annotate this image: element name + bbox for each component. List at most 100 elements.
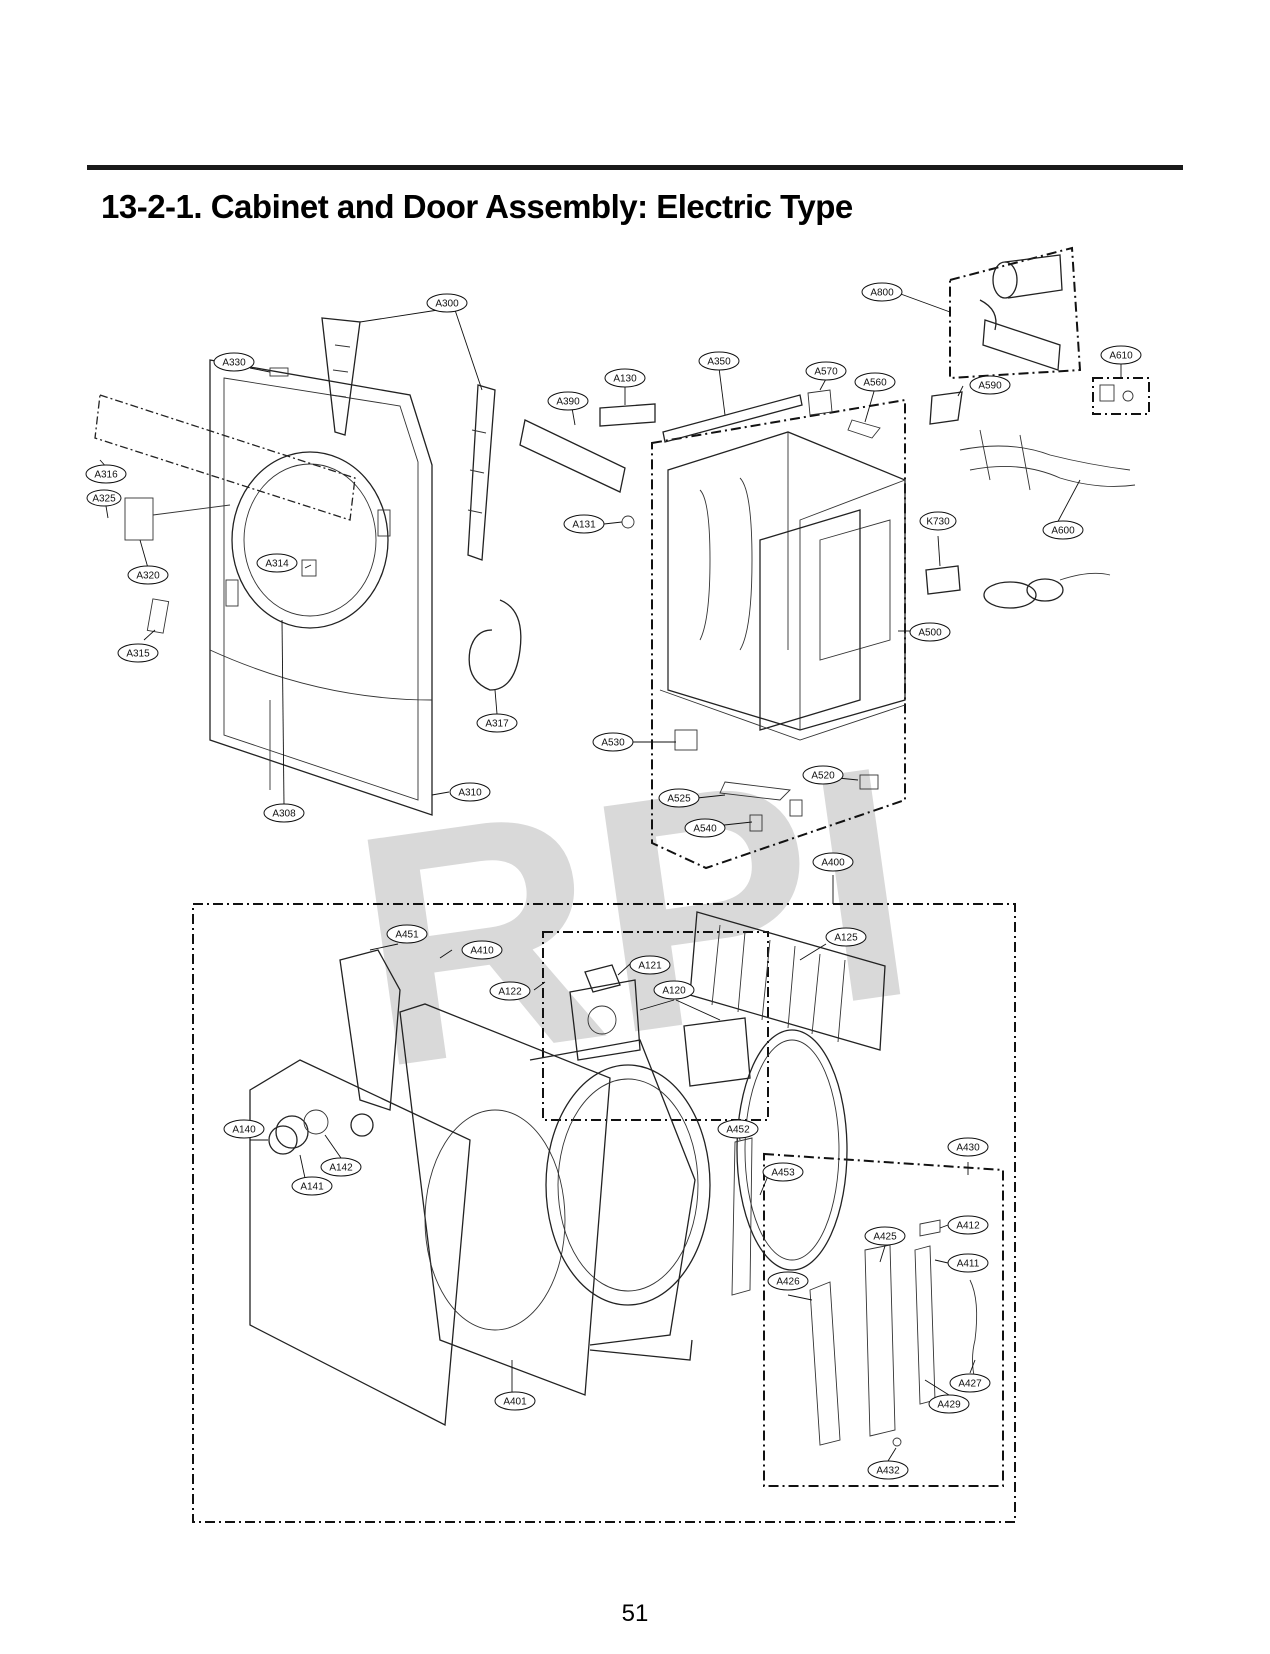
part-label-a610: A610 (1100, 345, 1142, 365)
part-label-a316: A316 (85, 464, 127, 484)
part-label-a125: A125 (825, 927, 867, 947)
svg-text:K730: K730 (926, 517, 950, 528)
part-label-a310: A310 (449, 782, 491, 802)
part-label-a320: A320 (127, 565, 169, 585)
part-label-a427: A427 (949, 1373, 991, 1393)
svg-text:A122: A122 (498, 987, 522, 998)
part-label-a453: A453 (762, 1162, 804, 1182)
svg-text:RPI: RPI (336, 695, 932, 1137)
part-label-a525: A525 (658, 788, 700, 808)
part-label-a325: A325 (86, 489, 122, 507)
front-panel-drawing (94, 359, 433, 816)
svg-text:A120: A120 (662, 986, 686, 997)
svg-text:A452: A452 (726, 1125, 750, 1136)
svg-text:A560: A560 (863, 378, 887, 389)
part-label-a600: A600 (1042, 520, 1084, 540)
svg-text:A530: A530 (601, 738, 625, 749)
svg-text:A142: A142 (329, 1163, 353, 1174)
part-label-a142: A142 (320, 1157, 362, 1177)
svg-text:A412: A412 (956, 1221, 980, 1232)
sensor-box-drawing (1092, 377, 1150, 415)
svg-text:A131: A131 (572, 520, 596, 531)
svg-text:A600: A600 (1051, 526, 1075, 537)
part-label-a426: A426 (767, 1271, 809, 1291)
svg-text:A540: A540 (693, 824, 717, 835)
svg-text:A427: A427 (958, 1379, 982, 1390)
svg-text:A121: A121 (638, 961, 662, 972)
part-label-a570: A570 (805, 361, 847, 381)
part-label-a410: A410 (461, 940, 503, 960)
svg-text:A430: A430 (956, 1143, 980, 1154)
svg-text:A320: A320 (136, 571, 160, 582)
svg-text:A570: A570 (814, 367, 838, 378)
wire-drawing (468, 599, 522, 691)
header-rule (87, 165, 1183, 170)
part-label-a425: A425 (864, 1226, 906, 1246)
svg-text:A141: A141 (300, 1182, 324, 1193)
part-label-a520: A520 (802, 765, 844, 785)
svg-text:A315: A315 (126, 649, 150, 660)
part-label-a122: A122 (489, 981, 531, 1001)
part-label-a131: A131 (563, 514, 605, 534)
page-number: 51 (621, 1600, 649, 1627)
part-label-a451: A451 (386, 924, 428, 944)
part-label-a314: A314 (256, 553, 298, 573)
part-label-a500: A500 (909, 622, 951, 642)
page-title: 13-2-1. Cabinet and Door Assembly: Elect… (101, 188, 853, 225)
part-label-a300: A300 (426, 293, 468, 313)
svg-text:A125: A125 (834, 933, 858, 944)
part-label-a560: A560 (854, 372, 896, 392)
part-label-a141: A141 (291, 1176, 333, 1196)
part-label-a540: A540 (684, 818, 726, 838)
part-label-a317: A317 (476, 713, 518, 733)
svg-text:A500: A500 (918, 628, 942, 639)
svg-text:A451: A451 (395, 930, 419, 941)
svg-text:A140: A140 (232, 1125, 256, 1136)
part-label-a430: A430 (947, 1137, 989, 1157)
svg-text:A800: A800 (870, 288, 894, 299)
door-assembly-drawing (192, 903, 1016, 1523)
svg-text:A610: A610 (1109, 351, 1133, 362)
part-label-a401: A401 (494, 1391, 536, 1411)
part-label-a530: A530 (592, 732, 634, 752)
watermark: RPI (336, 695, 932, 1137)
part-labels: A300 A330 A316 A325 A320 A315 A314 A317 … (85, 282, 1142, 1480)
part-label-a308: A308 (263, 803, 305, 823)
part-label-a330: A330 (213, 352, 255, 372)
svg-text:A525: A525 (667, 794, 691, 805)
part-label-a120: A120 (653, 980, 695, 1000)
svg-text:A429: A429 (937, 1400, 961, 1411)
part-label-a432: A432 (867, 1460, 909, 1480)
svg-text:A325: A325 (92, 494, 116, 505)
part-label-a350: A350 (698, 351, 740, 371)
svg-text:A520: A520 (811, 771, 835, 782)
svg-text:A300: A300 (435, 299, 459, 310)
part-label-a800: A800 (861, 282, 903, 302)
part-label-a590: A590 (969, 375, 1011, 395)
svg-text:A314: A314 (265, 559, 289, 570)
svg-text:A401: A401 (503, 1397, 527, 1408)
svg-text:A453: A453 (771, 1168, 795, 1179)
svg-text:A410: A410 (470, 946, 494, 957)
part-label-a412: A412 (947, 1215, 989, 1235)
part-label-k730: K730 (919, 511, 957, 531)
exhaust-duct-drawing (949, 246, 1082, 380)
svg-text:A130: A130 (613, 374, 637, 385)
part-label-a411: A411 (947, 1253, 989, 1273)
part-label-a315: A315 (117, 643, 159, 663)
harness-drawing (925, 391, 1136, 609)
svg-text:A310: A310 (458, 788, 482, 799)
svg-text:A308: A308 (272, 809, 296, 820)
svg-text:A330: A330 (222, 358, 246, 369)
svg-text:A390: A390 (556, 397, 580, 408)
svg-text:A411: A411 (957, 1259, 980, 1270)
svg-text:A590: A590 (978, 381, 1002, 392)
svg-text:A317: A317 (485, 719, 509, 730)
svg-text:A425: A425 (873, 1232, 897, 1243)
svg-text:A400: A400 (821, 858, 845, 869)
part-label-a390: A390 (547, 391, 589, 411)
part-label-a140: A140 (223, 1119, 265, 1139)
part-label-a452: A452 (717, 1119, 759, 1139)
svg-text:A432: A432 (876, 1466, 900, 1477)
